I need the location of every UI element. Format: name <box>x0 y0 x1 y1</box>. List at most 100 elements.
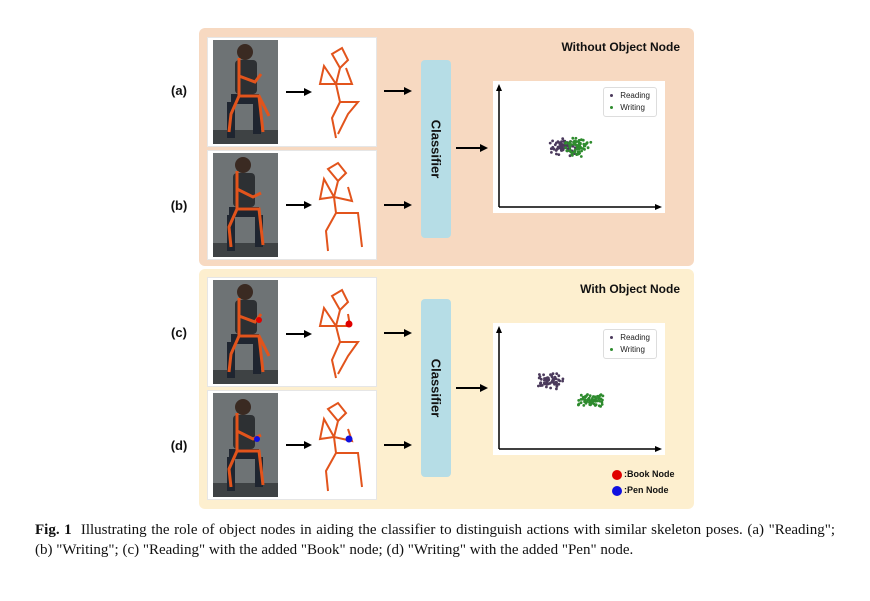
person-photo <box>213 153 278 257</box>
scatter-point <box>579 145 582 149</box>
person-photo <box>213 393 278 497</box>
skeleton-figure <box>318 46 361 139</box>
scatter-point <box>594 397 598 400</box>
scatter-point <box>553 375 557 379</box>
scatter-point <box>550 374 553 378</box>
person-photo <box>213 280 278 384</box>
scatter-point <box>558 142 562 146</box>
pen-node-icon <box>612 485 622 496</box>
scatter-point <box>556 140 560 143</box>
row-label-b: (b) <box>170 198 188 213</box>
scatter-point <box>546 382 550 386</box>
row-a-graphics <box>286 46 361 139</box>
scatter-point <box>601 398 604 402</box>
arrow-c-to-classifier <box>384 329 412 337</box>
photo-figure <box>213 44 278 144</box>
writing-legend-dot <box>610 106 614 110</box>
figure-label: Fig. 1 <box>35 522 72 538</box>
scatter-point <box>578 142 581 146</box>
scatter-point <box>560 140 563 144</box>
x-axis-arrow <box>655 446 662 452</box>
skeleton-figure <box>318 161 363 252</box>
scatter-point <box>597 396 600 399</box>
scatter-point <box>543 377 546 380</box>
scatter-point <box>586 398 590 402</box>
scatter-point <box>600 400 604 404</box>
row-label-a: (a) <box>171 83 187 98</box>
scatter-point <box>579 155 583 158</box>
legend-writing: Writing <box>620 345 645 354</box>
writing-points <box>564 136 593 158</box>
scatter-point <box>594 403 598 406</box>
row-c-graphics <box>286 288 360 379</box>
scatter-point <box>579 401 583 404</box>
scatter-point <box>600 403 604 406</box>
scatter-bottom-svg <box>496 326 662 452</box>
arrow-a-to-classifier <box>384 87 412 95</box>
scatter-point <box>557 382 561 386</box>
scatter-point <box>539 384 543 387</box>
scatter-point <box>537 384 540 388</box>
scatter-point <box>564 146 567 149</box>
skeleton-figure <box>318 401 363 492</box>
scatter-point <box>582 404 586 407</box>
row-b-graphics <box>286 161 363 252</box>
row-b-card <box>207 150 377 260</box>
arrow-classifier-to-plot-top <box>456 144 488 152</box>
scatter-point <box>583 148 586 151</box>
reading-points <box>537 372 565 391</box>
scatter-point <box>598 399 601 403</box>
scatter-point <box>550 151 553 154</box>
scatter-top-svg <box>496 84 662 210</box>
classifier-label: Classifier <box>428 119 444 179</box>
scatter-point <box>591 396 594 400</box>
scatter-point <box>565 149 569 153</box>
legend-reading: Reading <box>620 91 650 100</box>
scatter-point <box>586 146 590 150</box>
scatter-point <box>579 393 583 397</box>
classifier-bottom: Classifier <box>421 299 451 477</box>
pen-node-label: :Pen Node <box>624 485 669 495</box>
plot-legend: Reading Writing <box>603 329 657 359</box>
scatter-point <box>561 377 565 381</box>
scatter-point <box>575 147 579 151</box>
scatter-point <box>583 400 586 404</box>
scatter-point <box>545 385 548 389</box>
scatter-point <box>539 377 543 381</box>
scatter-point <box>576 150 580 154</box>
scatter-point <box>585 141 589 145</box>
scatter-plot-top: Reading Writing <box>493 81 665 213</box>
row-label-d: (d) <box>170 438 188 453</box>
scatter-point <box>575 153 579 156</box>
scatter-point <box>557 378 560 382</box>
scatter-point <box>555 372 559 375</box>
scatter-point <box>588 394 592 398</box>
scatter-point <box>537 376 541 380</box>
scatter-point <box>571 154 574 157</box>
scatter-point <box>572 142 576 146</box>
row-label-c: (c) <box>171 325 187 340</box>
classifier-label: Classifier <box>428 358 444 418</box>
scatter-point <box>555 387 558 391</box>
panel-title-top: Without Object Node <box>561 40 680 54</box>
scatter-point <box>548 381 552 385</box>
scatter-point <box>548 141 552 145</box>
row-a-card <box>207 37 377 147</box>
scatter-point <box>555 152 558 156</box>
legend-reading: Reading <box>620 333 650 342</box>
scatter-point <box>597 404 601 408</box>
arrow-b-to-classifier <box>384 201 412 209</box>
arrow-head <box>304 88 312 96</box>
arrow-head <box>304 201 312 209</box>
pen-node-dot <box>345 435 353 443</box>
photo-figure <box>213 157 278 257</box>
arrow-classifier-to-plot-bottom <box>456 384 488 392</box>
scatter-point <box>552 378 556 382</box>
classifier-top: Classifier <box>421 60 451 238</box>
scatter-point <box>561 137 565 141</box>
book-node-label: :Book Node <box>624 469 675 479</box>
y-axis-arrow <box>496 326 502 333</box>
photo-figure <box>213 399 278 497</box>
scatter-point <box>553 143 557 147</box>
x-axis-arrow <box>655 204 662 210</box>
